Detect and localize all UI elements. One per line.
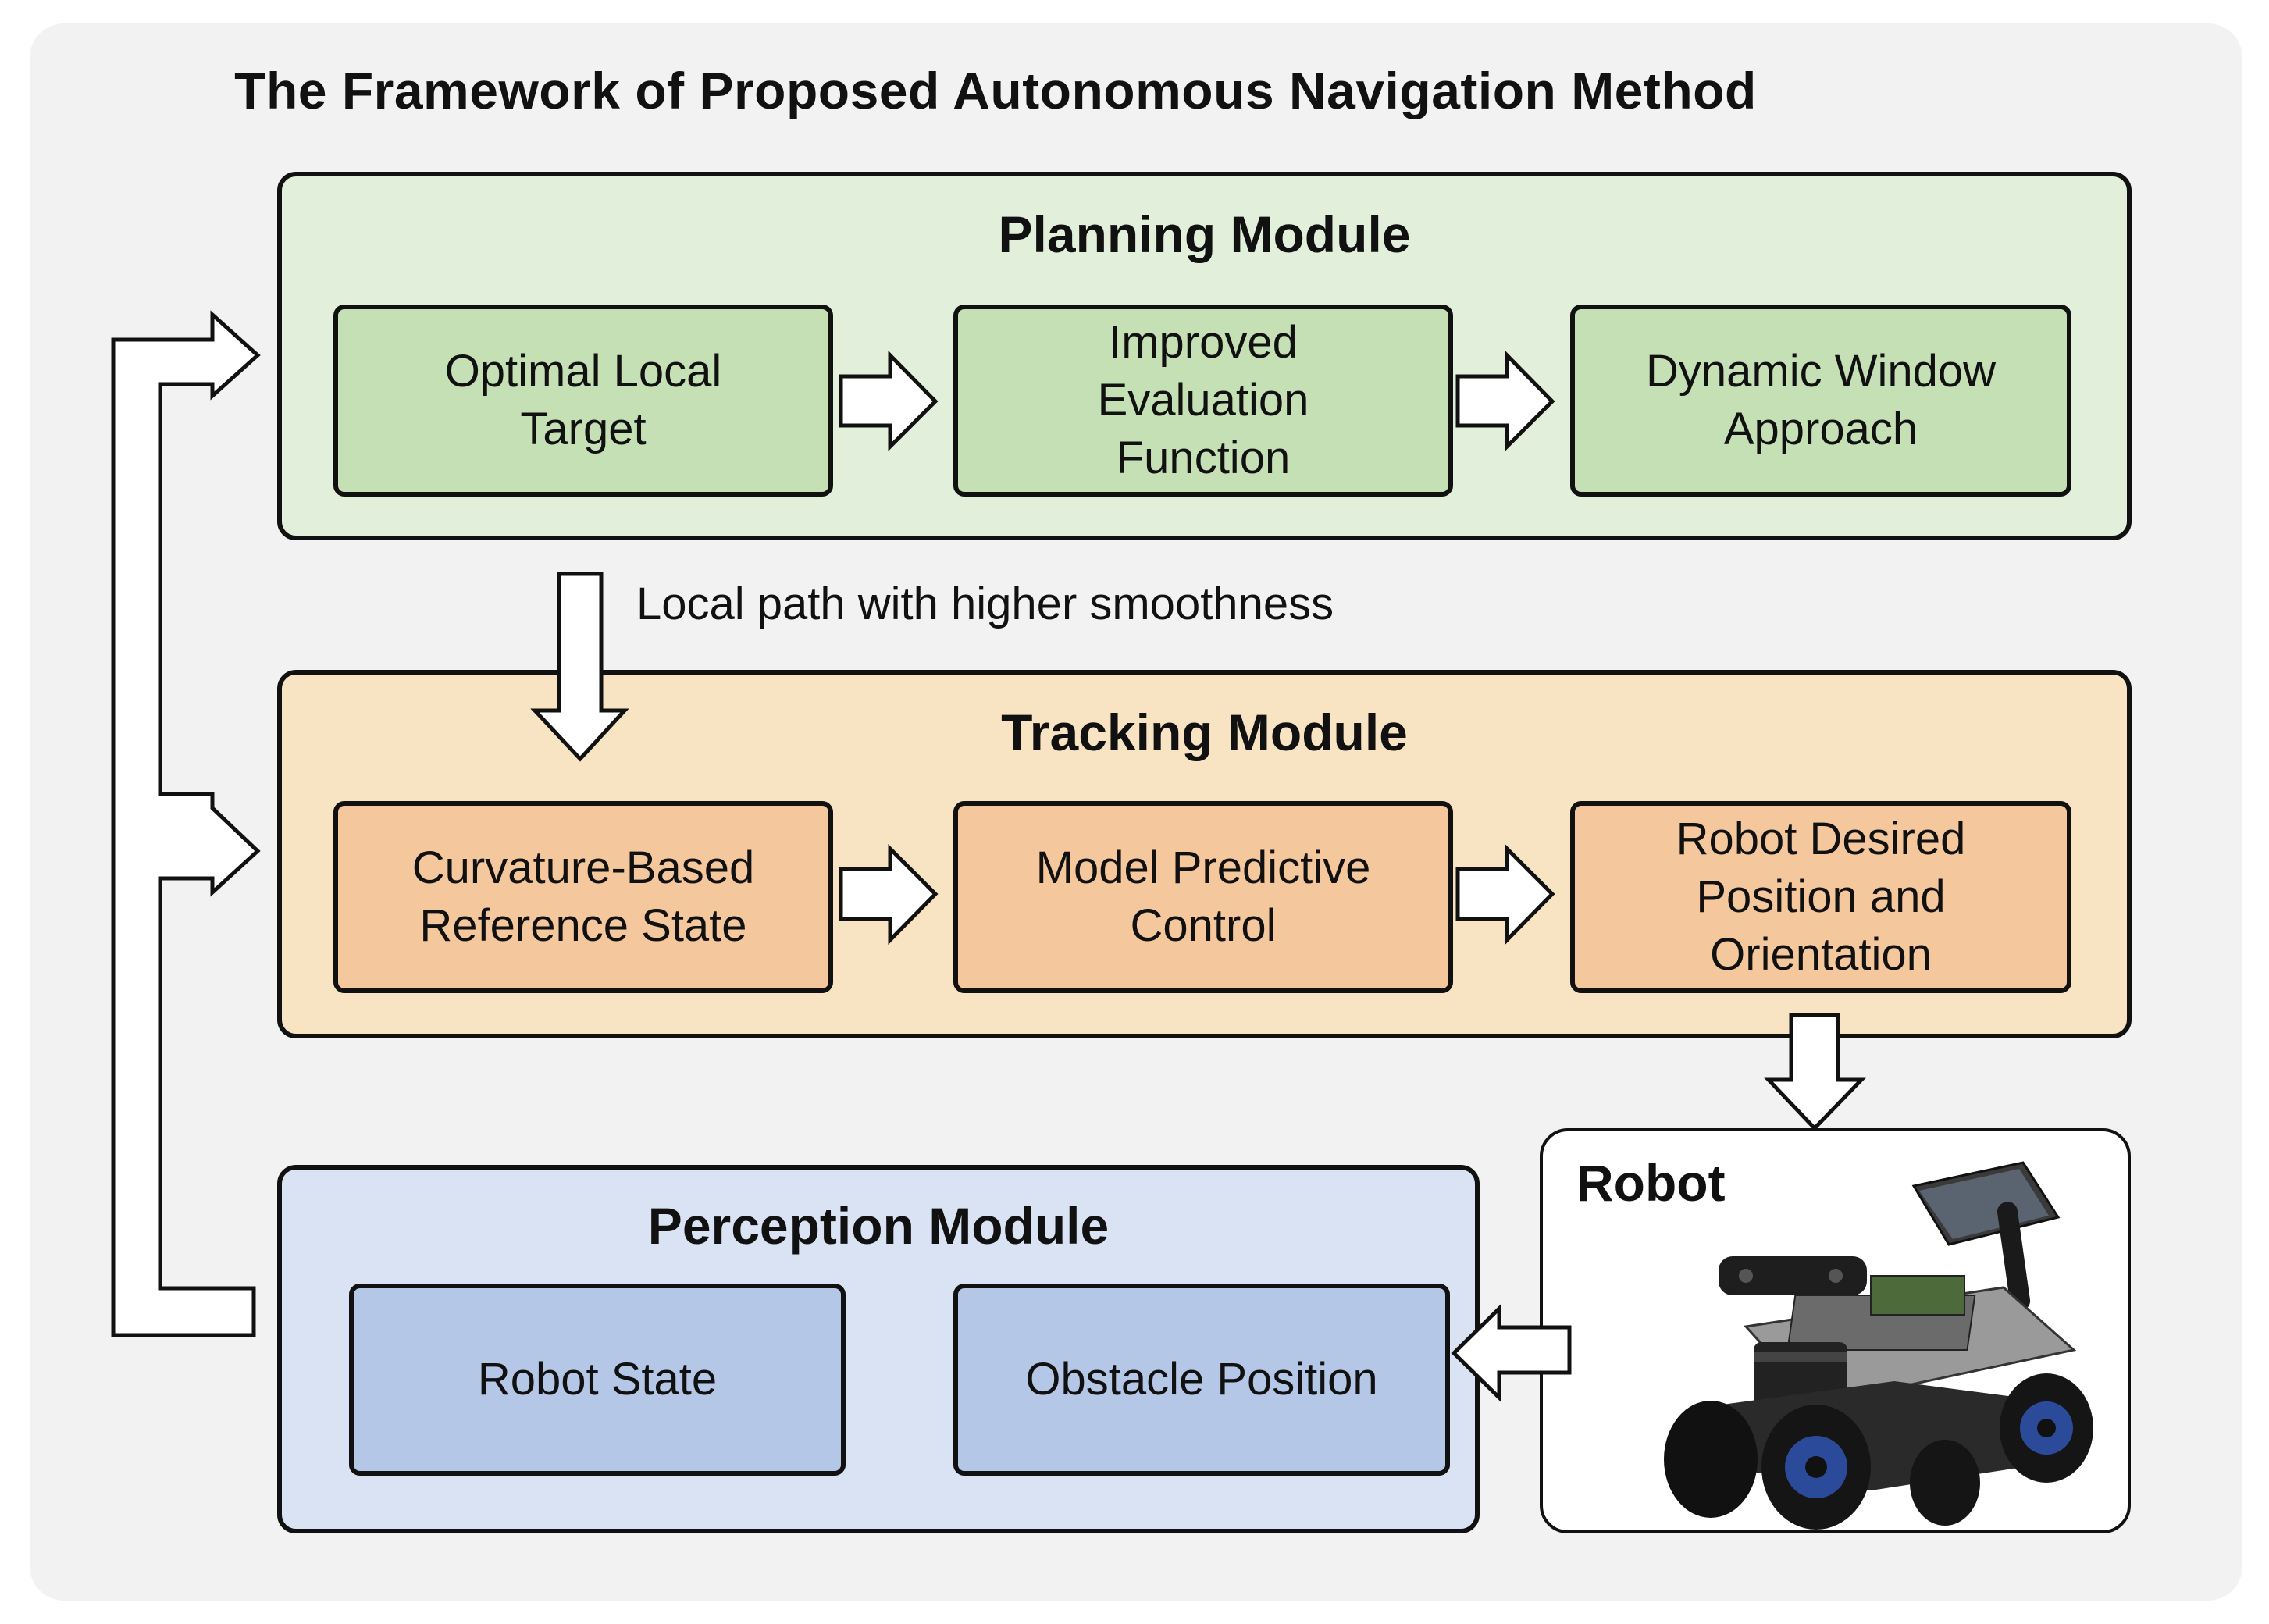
- tracking-module-title: Tracking Module: [1001, 703, 1408, 761]
- obstacle-position-block: Obstacle Position: [953, 1284, 1450, 1476]
- optimal-local-target-block: Optimal Local Target: [333, 304, 833, 497]
- robot-desired-pose-block: Robot Desired Position and Orientation: [1570, 801, 2071, 993]
- perception-module-title: Perception Module: [647, 1197, 1110, 1255]
- feedback-loop-arrow: [111, 310, 261, 1337]
- dynamic-window-approach-block: Dynamic Window Approach: [1570, 304, 2071, 497]
- improved-evaluation-function-block: Improved Evaluation Function: [953, 304, 1453, 497]
- robot-state-block: Robot State: [349, 1284, 846, 1476]
- tracking-arrow-2: [1455, 843, 1555, 946]
- robot-to-perception-arrow: [1451, 1304, 1572, 1402]
- local-path-label: Local path with higher smoothness: [636, 579, 1334, 629]
- curvature-reference-state-block: Curvature-Based Reference State: [333, 801, 833, 993]
- perception-module: Perception Module Robot State Obstacle P…: [277, 1165, 1480, 1533]
- tracking-to-robot-arrow: [1764, 1013, 1866, 1131]
- diagram-title: The Framework of Proposed Autonomous Nav…: [234, 62, 1757, 119]
- tracking-arrow-1: [839, 843, 939, 946]
- robot-car-image: [1664, 1161, 2093, 1530]
- planning-to-tracking-arrow: [530, 572, 629, 762]
- planning-arrow-2: [1455, 350, 1555, 452]
- robot-label: Robot: [1576, 1154, 1726, 1212]
- robot-box: Robot: [1540, 1128, 2131, 1533]
- model-predictive-control-block: Model Predictive Control: [953, 801, 1453, 993]
- planning-module-title: Planning Module: [998, 205, 1411, 263]
- planning-module: Planning Module Optimal Local Target Imp…: [277, 172, 2132, 540]
- planning-arrow-1: [839, 350, 939, 452]
